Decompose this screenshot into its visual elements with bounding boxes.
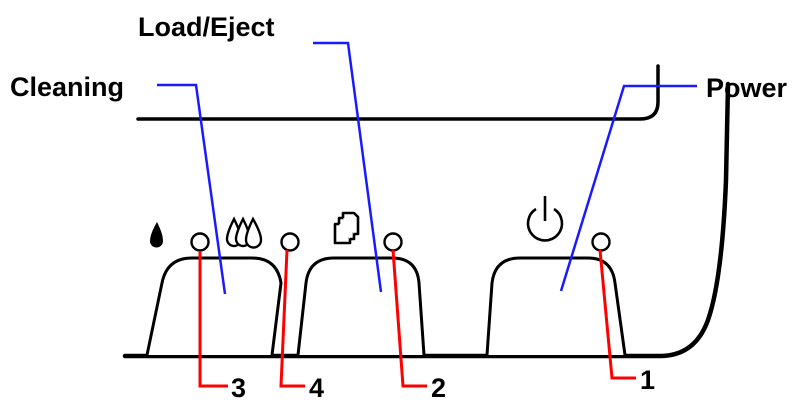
led-power [591, 232, 611, 252]
panel-base-line [122, 81, 731, 359]
load-eject-leader [313, 41, 383, 293]
led-1-leader [598, 249, 636, 380]
cleaning-leader [157, 83, 227, 295]
power-icon [526, 196, 564, 242]
cleaning-label: Cleaning [10, 72, 124, 102]
callout-1: 1 [640, 365, 655, 395]
led-4-leader [279, 249, 305, 388]
cleaning-button[interactable] [145, 256, 283, 356]
led-cleaning-right [280, 232, 300, 252]
paper-icon [333, 211, 360, 245]
led-cleaning-left [190, 232, 210, 252]
panel-outline [122, 64, 731, 359]
power-label: Power [706, 73, 788, 103]
callout-4: 4 [309, 373, 324, 399]
led-3-leader [198, 252, 228, 388]
led-leaders [198, 249, 636, 388]
panel-top-edge [136, 64, 660, 121]
triple-drop-icon [225, 216, 263, 249]
callout-2: 2 [431, 373, 446, 399]
load-eject-label: Load/Eject [138, 12, 275, 42]
callout-3: 3 [231, 373, 246, 399]
ink-drop-icon [150, 222, 163, 248]
load-eject-button[interactable] [296, 256, 426, 356]
led-2-leader [391, 249, 427, 388]
led-load-eject [383, 232, 403, 252]
power-button[interactable] [485, 256, 627, 356]
power-leader [559, 84, 697, 292]
label-leaders [157, 41, 697, 295]
